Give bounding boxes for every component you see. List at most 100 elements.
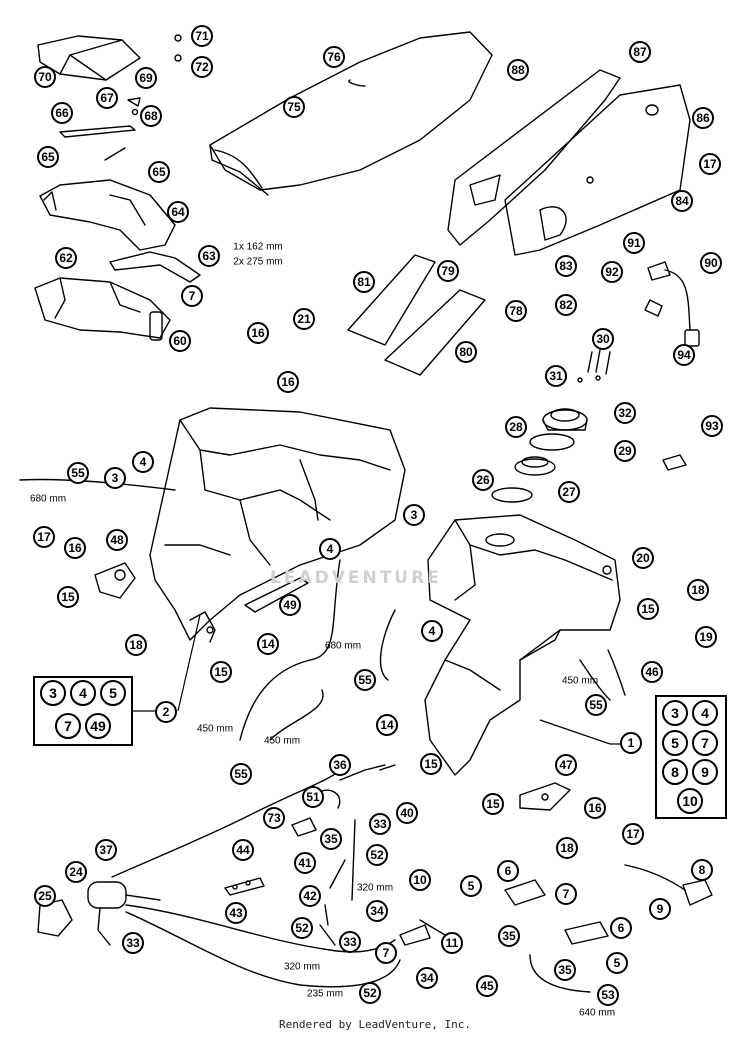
callout-14[interactable]: 14 [257, 633, 279, 655]
callout-64[interactable]: 64 [167, 201, 189, 223]
callout-7[interactable]: 7 [375, 942, 397, 964]
callout-71[interactable]: 71 [191, 25, 213, 47]
kit-left-item[interactable]: 3 [40, 680, 66, 706]
callout-66[interactable]: 66 [51, 102, 73, 124]
callout-35[interactable]: 35 [320, 828, 342, 850]
callout-47[interactable]: 47 [555, 754, 577, 776]
callout-18[interactable]: 18 [687, 579, 709, 601]
callout-62[interactable]: 62 [55, 247, 77, 269]
callout-83[interactable]: 83 [555, 255, 577, 277]
callout-52[interactable]: 52 [366, 844, 388, 866]
callout-16[interactable]: 16 [247, 322, 269, 344]
callout-10[interactable]: 10 [409, 869, 431, 891]
callout-51[interactable]: 51 [302, 786, 324, 808]
callout-34[interactable]: 34 [366, 900, 388, 922]
callout-78[interactable]: 78 [505, 300, 527, 322]
callout-37[interactable]: 37 [95, 839, 117, 861]
callout-43[interactable]: 43 [225, 902, 247, 924]
kit-right-item[interactable]: 8 [662, 759, 688, 785]
callout-16[interactable]: 16 [277, 371, 299, 393]
callout-49[interactable]: 49 [279, 594, 301, 616]
callout-69[interactable]: 69 [135, 67, 157, 89]
kit-left-item[interactable]: 4 [70, 680, 96, 706]
callout-4[interactable]: 4 [319, 538, 341, 560]
callout-3[interactable]: 3 [403, 504, 425, 526]
callout-67[interactable]: 67 [96, 87, 118, 109]
callout-68[interactable]: 68 [140, 105, 162, 127]
callout-6[interactable]: 6 [610, 917, 632, 939]
callout-34[interactable]: 34 [416, 967, 438, 989]
callout-6[interactable]: 6 [497, 860, 519, 882]
callout-15[interactable]: 15 [210, 661, 232, 683]
callout-86[interactable]: 86 [692, 107, 714, 129]
callout-3[interactable]: 3 [104, 467, 126, 489]
callout-55[interactable]: 55 [354, 669, 376, 691]
kit-right-item[interactable]: 5 [662, 730, 688, 756]
callout-36[interactable]: 36 [329, 754, 351, 776]
callout-9[interactable]: 9 [649, 898, 671, 920]
callout-80[interactable]: 80 [455, 341, 477, 363]
callout-27[interactable]: 27 [558, 481, 580, 503]
callout-24[interactable]: 24 [65, 861, 87, 883]
callout-18[interactable]: 18 [556, 837, 578, 859]
callout-79[interactable]: 79 [437, 260, 459, 282]
callout-4[interactable]: 4 [132, 451, 154, 473]
callout-19[interactable]: 19 [695, 626, 717, 648]
callout-72[interactable]: 72 [191, 56, 213, 78]
callout-35[interactable]: 35 [554, 959, 576, 981]
callout-60[interactable]: 60 [169, 330, 191, 352]
callout-91[interactable]: 91 [623, 232, 645, 254]
callout-16[interactable]: 16 [584, 797, 606, 819]
callout-33[interactable]: 33 [339, 931, 361, 953]
callout-44[interactable]: 44 [232, 839, 254, 861]
callout-25[interactable]: 25 [34, 885, 56, 907]
callout-65[interactable]: 65 [37, 146, 59, 168]
callout-55[interactable]: 55 [585, 694, 607, 716]
callout-15[interactable]: 15 [482, 793, 504, 815]
kit-left-item[interactable]: 5 [100, 680, 126, 706]
callout-20[interactable]: 20 [632, 547, 654, 569]
callout-75[interactable]: 75 [283, 96, 305, 118]
callout-53[interactable]: 53 [597, 984, 619, 1006]
callout-2[interactable]: 2 [155, 701, 177, 723]
callout-55[interactable]: 55 [230, 763, 252, 785]
callout-55[interactable]: 55 [67, 462, 89, 484]
callout-8[interactable]: 8 [691, 859, 713, 881]
kit-right-item[interactable]: 9 [692, 759, 718, 785]
callout-18[interactable]: 18 [125, 634, 147, 656]
callout-52[interactable]: 52 [291, 917, 313, 939]
callout-73[interactable]: 73 [263, 807, 285, 829]
callout-76[interactable]: 76 [323, 46, 345, 68]
callout-7[interactable]: 7 [181, 285, 203, 307]
callout-15[interactable]: 15 [420, 753, 442, 775]
callout-87[interactable]: 87 [629, 41, 651, 63]
callout-26[interactable]: 26 [472, 469, 494, 491]
callout-48[interactable]: 48 [106, 529, 128, 551]
callout-16[interactable]: 16 [64, 537, 86, 559]
callout-31[interactable]: 31 [545, 365, 567, 387]
callout-32[interactable]: 32 [614, 402, 636, 424]
callout-17[interactable]: 17 [699, 153, 721, 175]
callout-15[interactable]: 15 [57, 586, 79, 608]
callout-33[interactable]: 33 [369, 813, 391, 835]
kit-right-item[interactable]: 10 [677, 788, 703, 814]
kit-right-item[interactable]: 3 [662, 700, 688, 726]
callout-5[interactable]: 5 [606, 952, 628, 974]
callout-45[interactable]: 45 [476, 975, 498, 997]
kit-right-item[interactable]: 4 [692, 700, 718, 726]
callout-63[interactable]: 63 [198, 245, 220, 267]
callout-92[interactable]: 92 [601, 261, 623, 283]
kit-right-item[interactable]: 7 [692, 730, 718, 756]
callout-82[interactable]: 82 [555, 294, 577, 316]
callout-93[interactable]: 93 [701, 415, 723, 437]
callout-70[interactable]: 70 [34, 66, 56, 88]
callout-28[interactable]: 28 [505, 416, 527, 438]
callout-41[interactable]: 41 [294, 852, 316, 874]
kit-left-item[interactable]: 7 [55, 713, 81, 739]
callout-84[interactable]: 84 [671, 190, 693, 212]
callout-29[interactable]: 29 [614, 440, 636, 462]
callout-17[interactable]: 17 [33, 526, 55, 548]
callout-30[interactable]: 30 [592, 328, 614, 350]
callout-21[interactable]: 21 [293, 308, 315, 330]
callout-42[interactable]: 42 [299, 885, 321, 907]
